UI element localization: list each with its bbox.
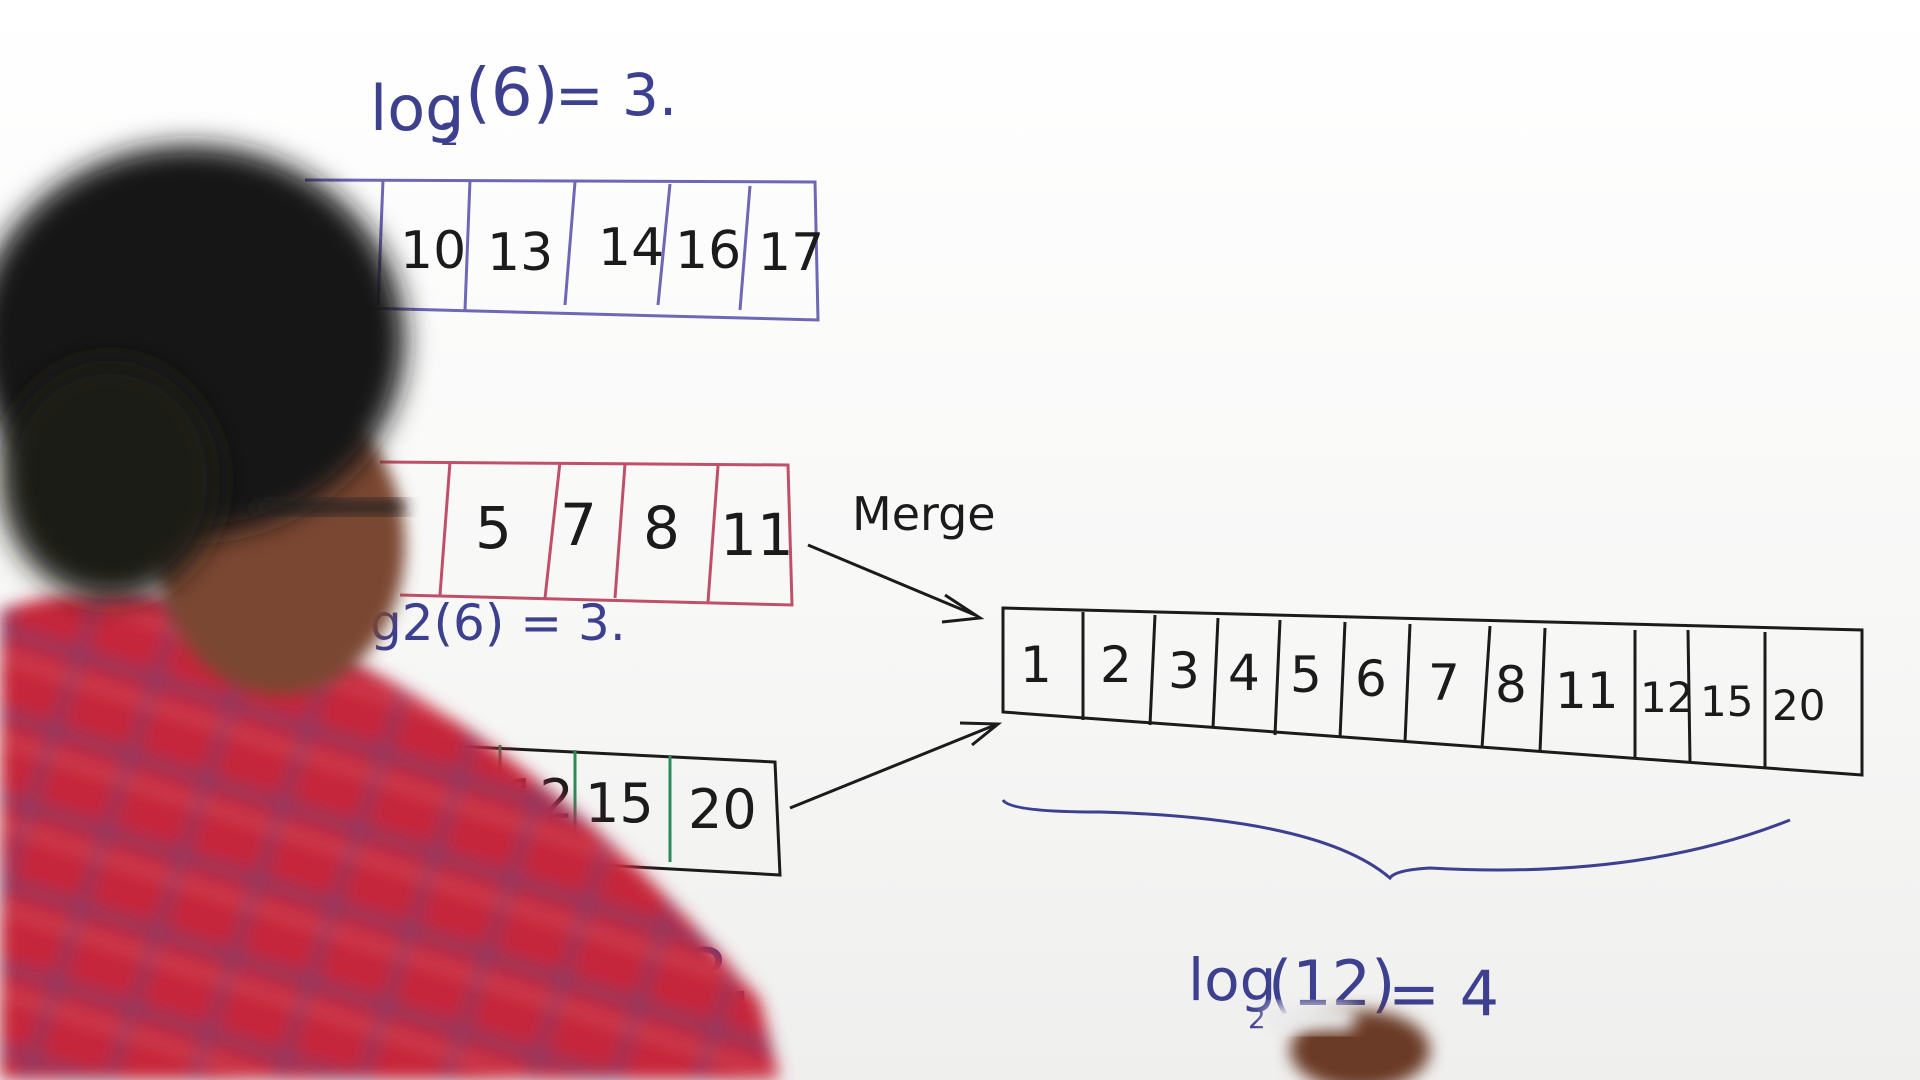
presenter-glasses bbox=[255, 500, 405, 514]
bottom-array-cell: 15 bbox=[585, 772, 654, 835]
middle-array-cell: 11 bbox=[720, 501, 794, 569]
merged-array-cell: 2 bbox=[1100, 636, 1132, 694]
top-array-cell: 13 bbox=[487, 223, 553, 283]
top-array bbox=[304, 178, 820, 322]
middle-log-formula: g2(6) = 3. bbox=[370, 594, 626, 652]
presenter-hand bbox=[1265, 1005, 1430, 1080]
merged-array-cell: 20 bbox=[1772, 681, 1825, 730]
formula-result: = 3. bbox=[555, 61, 677, 129]
middle-array bbox=[379, 460, 794, 607]
presenter-shirt bbox=[0, 592, 780, 1080]
merged-array-cell: 1 bbox=[1020, 636, 1052, 694]
merged-array-cell: 12 bbox=[1640, 673, 1693, 722]
merged-array bbox=[1001, 606, 1864, 777]
arrow-bottom bbox=[789, 723, 996, 810]
formula-subscript: 2 bbox=[440, 118, 459, 153]
top-array-cell: 10 bbox=[400, 221, 466, 281]
marker-icon bbox=[1265, 1005, 1355, 1031]
top-array-cell: 17 bbox=[758, 223, 824, 283]
merged-array-cell: 4 bbox=[1228, 644, 1260, 702]
top-array-cell: 16 bbox=[675, 221, 741, 281]
middle-array-cell: 5 bbox=[475, 494, 512, 562]
formula-log: log bbox=[1188, 946, 1276, 1014]
top-log-formula: log 2 (6) = 3. bbox=[370, 54, 677, 153]
merged-array-cell: 7 bbox=[1428, 654, 1460, 712]
middle-array-cell: 8 bbox=[643, 494, 680, 562]
merged-array-cell: 15 bbox=[1700, 677, 1753, 726]
merged-array-cell: 8 bbox=[1495, 656, 1527, 714]
merged-array-cell: 11 bbox=[1555, 662, 1619, 720]
merged-array-cell: 5 bbox=[1290, 646, 1322, 704]
merged-array-cell: 6 bbox=[1355, 650, 1387, 708]
merge-arrows bbox=[789, 543, 1003, 810]
formula-result: = 4 bbox=[1388, 957, 1499, 1030]
formula-subscript: 2 bbox=[1248, 1002, 1266, 1035]
formula-log: log bbox=[370, 72, 465, 145]
middle-array-cell: 7 bbox=[560, 491, 597, 559]
presenter bbox=[0, 145, 780, 1080]
formula-argument: (6) bbox=[465, 54, 559, 131]
arrow-top bbox=[807, 543, 976, 617]
bottom-array-cell: 20 bbox=[688, 778, 757, 841]
merged-array-cell: 3 bbox=[1168, 642, 1200, 700]
top-array-cell: 14 bbox=[598, 218, 664, 278]
merge-label: Merge bbox=[852, 487, 996, 541]
curly-brace bbox=[1001, 798, 1791, 881]
